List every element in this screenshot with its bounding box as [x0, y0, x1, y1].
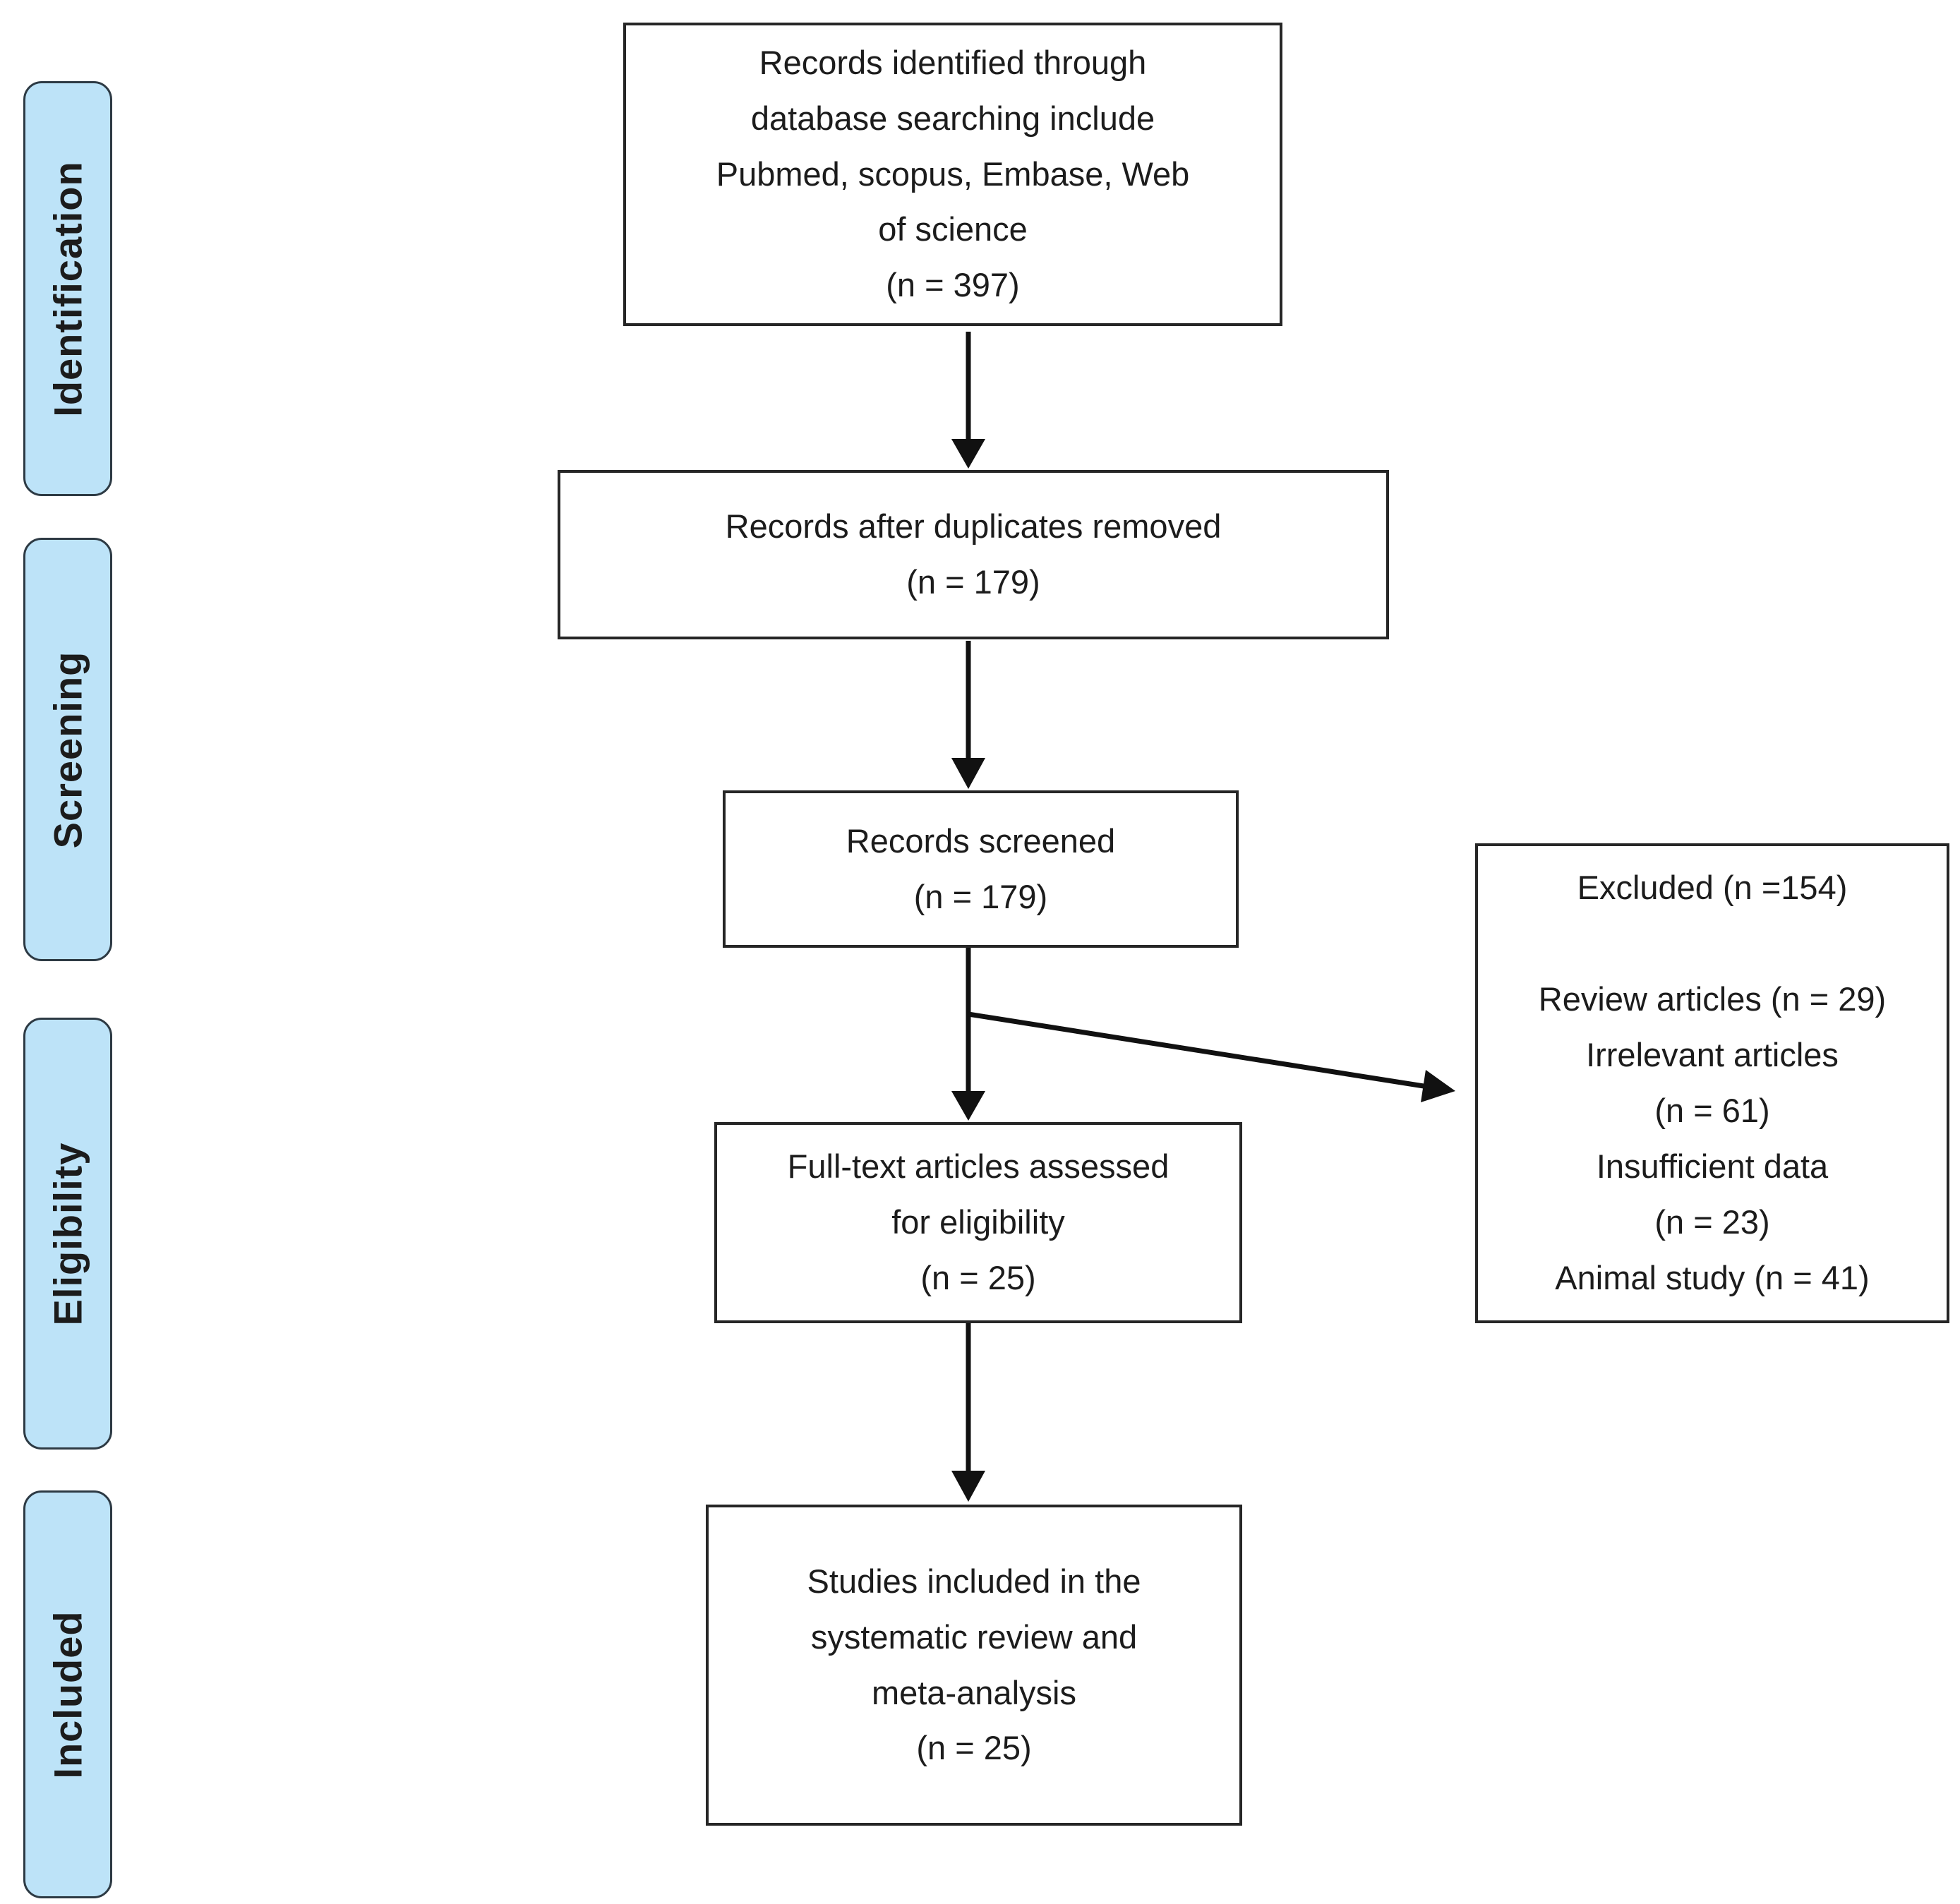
stage-identification: Identification	[23, 81, 112, 496]
box-fulltext-assessed: Full-text articles assessed for eligibil…	[714, 1122, 1242, 1323]
stage-eligibility: Eligibility	[23, 1018, 112, 1450]
box-fulltext-assessed-text: Full-text articles assessed for eligibil…	[787, 1147, 1170, 1296]
arrow-screened-to-excluded	[968, 1011, 1455, 1102]
box-excluded-text: Excluded (n =154) Review articles (n = 2…	[1538, 869, 1887, 1296]
box-duplicates-removed-text: Records after duplicates removed (n = 17…	[725, 507, 1222, 601]
arrow-identified-to-deduplicated	[951, 332, 985, 469]
box-excluded: Excluded (n =154) Review articles (n = 2…	[1475, 843, 1949, 1323]
box-duplicates-removed: Records after duplicates removed (n = 17…	[558, 470, 1389, 639]
arrow-screened-to-fulltext	[951, 948, 985, 1121]
stage-included: Included	[23, 1490, 112, 1898]
box-records-identified-text: Records identified through database sear…	[716, 43, 1190, 304]
stage-screening: Screening	[23, 538, 112, 961]
box-studies-included-text: Studies included in the systematic revie…	[807, 1562, 1141, 1767]
box-records-screened-text: Records screened (n = 179)	[846, 821, 1116, 915]
box-records-screened: Records screened (n = 179)	[723, 790, 1239, 948]
box-records-identified: Records identified through database sear…	[623, 23, 1282, 326]
arrow-fulltext-to-included	[951, 1323, 985, 1502]
box-studies-included: Studies included in the systematic revie…	[706, 1505, 1242, 1826]
arrow-deduplicated-to-screened	[951, 641, 985, 789]
